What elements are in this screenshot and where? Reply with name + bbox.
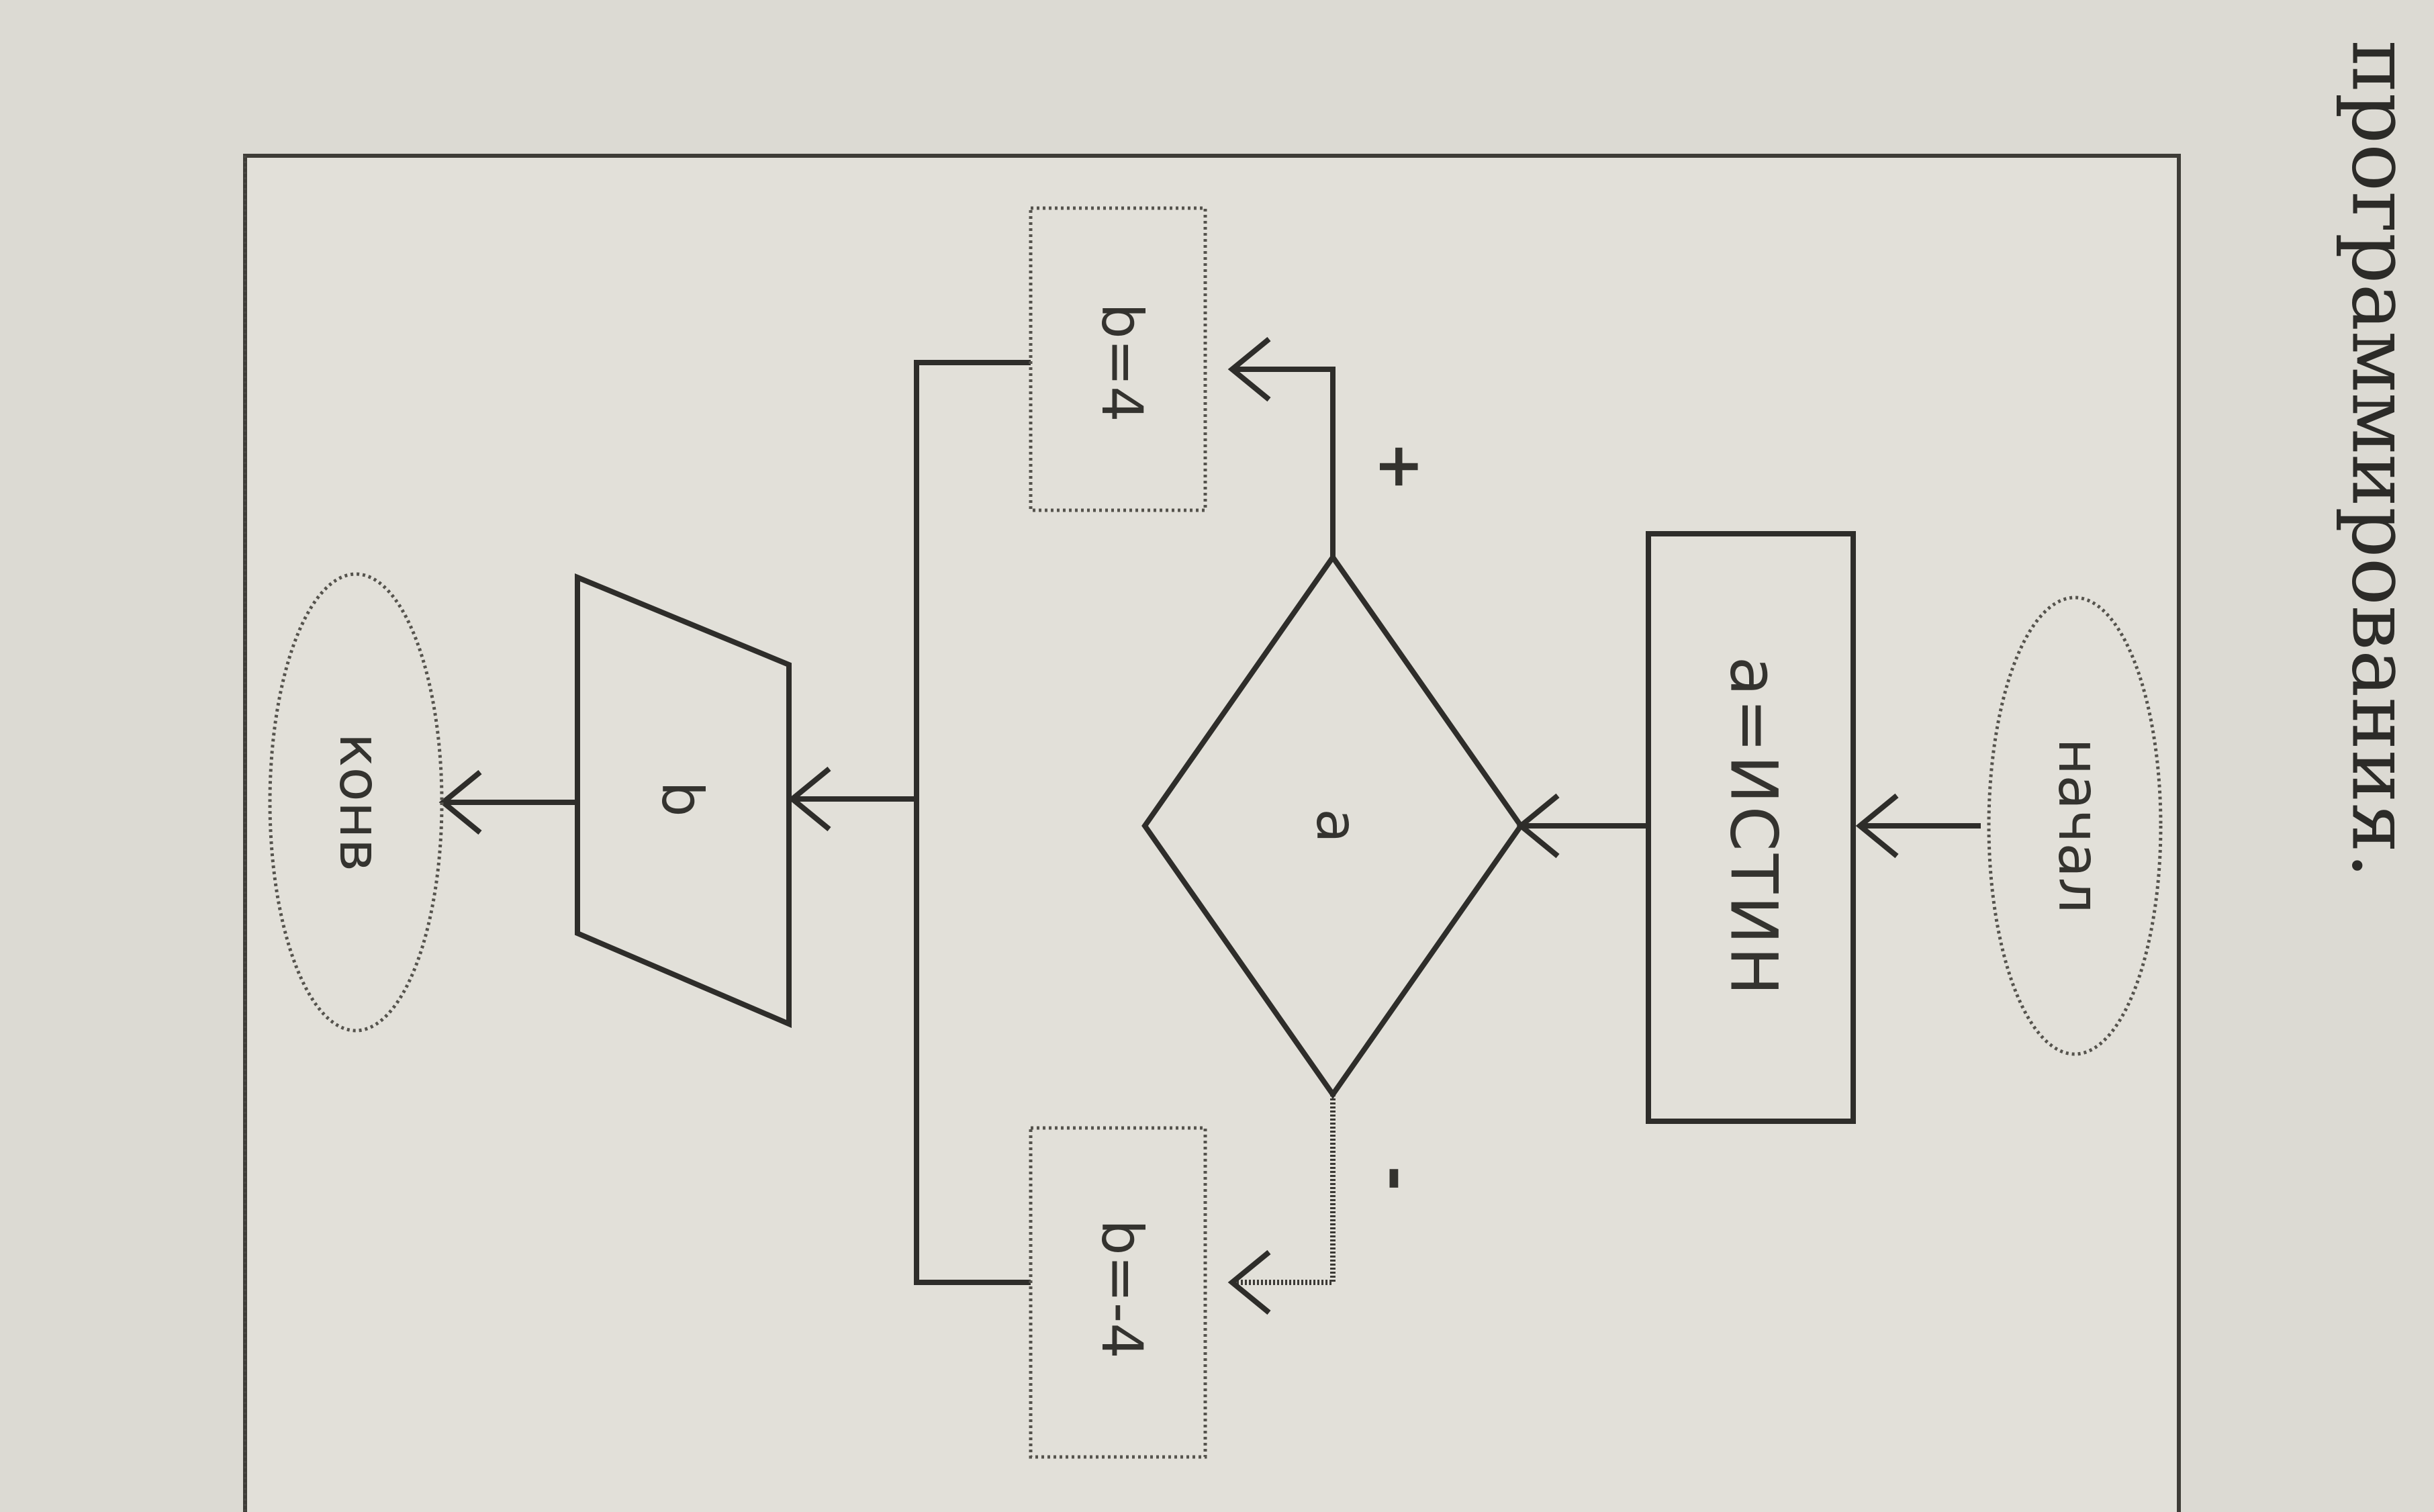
false-action-label: b=-4 xyxy=(1089,1219,1155,1358)
figure-frame xyxy=(243,154,2181,1512)
output-parallelogram xyxy=(575,573,792,1029)
assign-label: a=ИСТИН xyxy=(1716,657,1791,998)
arrowhead-to-assign xyxy=(1855,793,1899,859)
start-terminator xyxy=(1987,596,2163,1056)
end-terminator xyxy=(268,572,444,1033)
connector-condition-false xyxy=(1232,1094,1336,1285)
connector-merge xyxy=(914,360,1031,1285)
false-action-box xyxy=(1029,1126,1207,1459)
arrowhead-to-false-action xyxy=(1227,1249,1271,1315)
false-branch-sign: - xyxy=(1362,1166,1432,1190)
true-action-box xyxy=(1029,206,1207,512)
end-label: конв xyxy=(327,733,393,872)
start-label: начал xyxy=(2046,738,2112,913)
arrowhead-to-output xyxy=(788,766,831,832)
condition-label: a xyxy=(1304,808,1370,843)
connector-condition-true xyxy=(1232,367,1336,557)
assign-process-box xyxy=(1646,531,1856,1124)
arrowhead-to-end xyxy=(438,769,482,835)
output-label: b xyxy=(649,781,715,816)
true-action-label: b=4 xyxy=(1089,303,1155,422)
true-branch-sign: + xyxy=(1365,441,1436,491)
condition-diamond xyxy=(1141,553,1524,1099)
page-heading: программирования. xyxy=(2334,40,2427,878)
arrowhead-to-true-action xyxy=(1227,336,1271,402)
